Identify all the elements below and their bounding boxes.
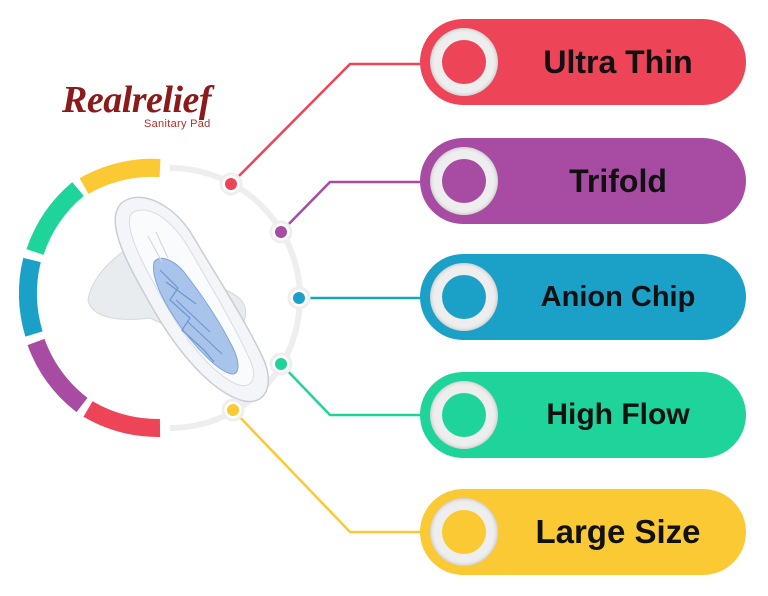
connector-line-high-flow (280, 363, 420, 417)
pill-badge (430, 498, 498, 566)
sanitary-pad-image (87, 196, 270, 403)
connector-line-ultra-thin (230, 62, 420, 185)
pill-badge (430, 263, 498, 331)
pill-badge (430, 381, 498, 449)
feature-pill-anion-chip: Anion Chip (420, 254, 746, 340)
ring-segment-green (26, 182, 84, 256)
pad-crease (147, 231, 169, 263)
ring-segment-red (83, 401, 161, 438)
pill-dot (442, 275, 486, 319)
brand-name: Realrelief (62, 79, 212, 121)
brand-logo: Realrelief Sanitary Pad (62, 79, 242, 130)
pill-badge (430, 28, 498, 96)
connectors (230, 62, 420, 534)
ring-segment-purple (27, 338, 88, 413)
connector-line-large-size (232, 409, 420, 534)
pill-badge (430, 147, 498, 215)
pill-dot (442, 40, 486, 84)
feature-pill-trifold: Trifold (420, 138, 746, 224)
connector-nodes (219, 172, 311, 422)
pill-dot (442, 393, 486, 437)
brand-subtitle: Sanitary Pad (144, 118, 211, 130)
feature-label: Ultra Thin (543, 43, 693, 80)
pill-dot (442, 159, 486, 203)
ring-segment-blue (19, 257, 43, 337)
pill-dot (442, 510, 486, 554)
feature-label: High Flow (546, 398, 690, 431)
pad-absorbent-core (152, 257, 239, 375)
feature-pill-ultra-thin: Ultra Thin (420, 19, 746, 105)
feature-label: Large Size (535, 513, 701, 550)
feature-pill-large-size: Large Size (420, 489, 746, 575)
feature-pill-high-flow: High Flow (420, 372, 746, 458)
pad-core-pattern (159, 269, 223, 363)
feature-label: Trifold (569, 162, 667, 199)
feature-label: Anion Chip (540, 280, 696, 313)
color-ring (19, 158, 161, 438)
ring-segment-yellow (79, 158, 161, 194)
connector-line-trifold (280, 180, 420, 233)
